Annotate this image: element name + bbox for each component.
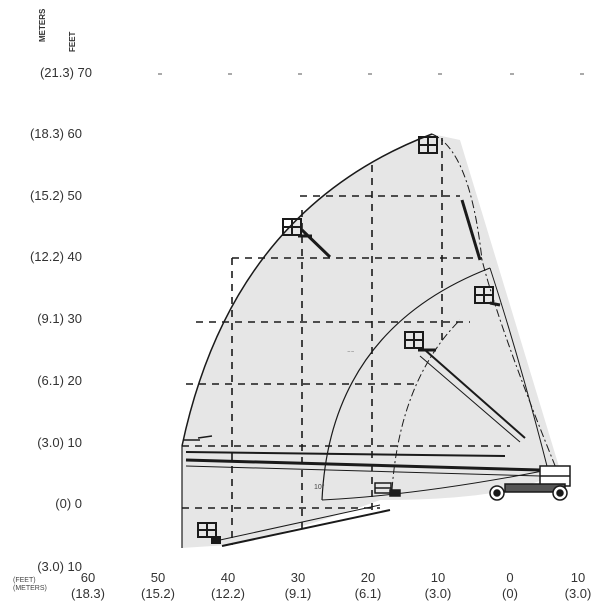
x-tick-meters-30: (9.1): [285, 586, 312, 601]
y-tick-label-0: (0) 0: [55, 496, 82, 511]
boom-mid: [419, 349, 526, 443]
outer-envelope-right-boundary: [431, 133, 557, 469]
boom-below-grade: [219, 504, 391, 547]
platform-top: [418, 136, 438, 154]
platform-low-center: [374, 482, 401, 497]
platform-right: [474, 286, 501, 307]
inner-dashed-arc: [391, 319, 461, 491]
boom-horizontal: [185, 451, 541, 477]
y-tick-label-40: (12.2) 40: [30, 249, 82, 264]
x-unit-feet: (FEET): [13, 577, 36, 584]
x-tick-meters-neg10: (3.0): [565, 586, 592, 601]
x-tick-meters-0: (0): [502, 586, 518, 601]
y-tick-label-20: (6.1) 20: [37, 373, 82, 388]
outer-envelope-arc: [181, 133, 433, 447]
feet-axis-title: FEET: [68, 31, 77, 52]
y-tick-label-neg10: (3.0) 10: [37, 559, 82, 574]
machine-chassis: [489, 465, 571, 501]
boom-vertical-right: [460, 199, 482, 261]
y-tick-label-70: (21.3) 70: [40, 65, 92, 80]
x-tick-feet-40: 40: [221, 570, 235, 585]
x-tick-feet-10: 10: [431, 570, 445, 585]
dashed-grid: [182, 138, 510, 545]
x-tick-feet-20: 20: [361, 570, 375, 585]
platform-horizontal: [184, 435, 213, 441]
y-axis-labels: (21.3) 70 (18.3) 60 (15.2) 50 (12.2) 40 …: [30, 65, 92, 574]
boom-upper-left: [300, 228, 332, 259]
y-tick-label-10: (3.0) 10: [37, 435, 82, 450]
x-tick-feet-50: 50: [151, 570, 165, 585]
meters-axis-title: METERS: [38, 8, 47, 42]
x-tick-meters-40: (12.2): [211, 586, 245, 601]
platform-bottom-left: [197, 522, 221, 544]
y-tick-label-30: (9.1) 30: [37, 311, 82, 326]
x-tick-feet-0: 0: [506, 570, 513, 585]
x-tick-feet-neg10: 10: [571, 570, 585, 585]
inner-envelope-arc: [321, 267, 491, 501]
x-tick-meters-60: (18.3): [71, 586, 105, 601]
inner-right-boundary: [489, 267, 549, 471]
x-tick-meters-20: (6.1): [355, 586, 382, 601]
mid-annotation-mark: ⁻⁻: [347, 350, 355, 357]
outer-work-envelope: [182, 134, 560, 548]
x-tick-meters-50: (15.2): [141, 586, 175, 601]
x-axis-labels: (FEET) (METERS) 60 (18.3) 50 (15.2) 40 (…: [13, 570, 591, 601]
x-tick-meters-10: (3.0): [425, 586, 452, 601]
y-tick-label-60: (18.3) 60: [30, 126, 82, 141]
x-tick-feet-30: 30: [291, 570, 305, 585]
y-tick-label-50: (15.2) 50: [30, 188, 82, 203]
angle-annotation: 10°: [314, 483, 325, 491]
x-tick-feet-60: 60: [81, 570, 95, 585]
x-unit-meters: (METERS): [13, 585, 47, 592]
platform-mid: [404, 331, 436, 352]
inner-lower-boundary: [321, 469, 549, 501]
